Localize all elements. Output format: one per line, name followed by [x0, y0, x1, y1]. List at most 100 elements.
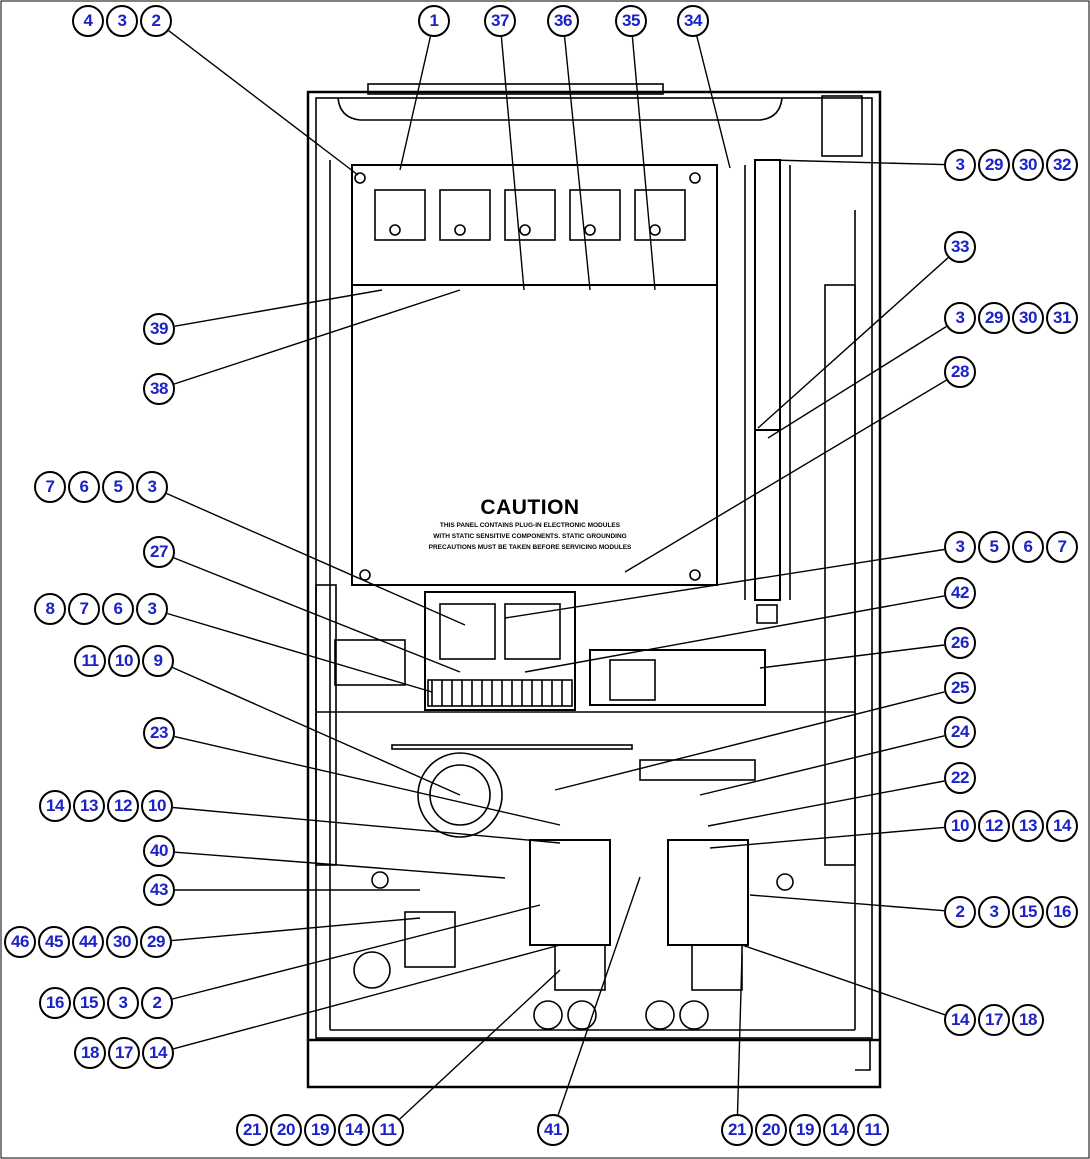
callout-3-29-30-32-bubble: 3: [944, 149, 976, 181]
leader-callout-41: [557, 876, 641, 1116]
callout-14-17-18-bubble: 17: [978, 1004, 1010, 1036]
callout-22-bubble: 22: [944, 762, 976, 794]
callout-16-15-3-2-bubble: 3: [107, 987, 139, 1019]
callout-10-12-13-14-bubble: 14: [1046, 810, 1078, 842]
callout-21-20-19-14-11-right-bubble: 11: [857, 1114, 889, 1146]
leader-callout-22: [707, 780, 945, 827]
callout-7-6-5-3-bubble: 5: [102, 471, 134, 503]
leader-callout-33: [757, 257, 949, 429]
callout-14-17-18-bubble: 14: [944, 1004, 976, 1036]
callout-18-17-14-bubble: 18: [74, 1037, 106, 1069]
caution-title: CAUTION: [480, 496, 580, 519]
caution-line-2: WITH STATIC SENSITIVE COMPONENTS. STATIC…: [433, 533, 627, 540]
callout-43-bubble: 43: [143, 874, 175, 906]
callout-3-29-30-32-bubble: 29: [978, 149, 1010, 181]
callout-3-29-30-31-bubble: 30: [1012, 302, 1044, 334]
callout-18-17-14-bubble: 14: [142, 1037, 174, 1069]
callout-18-17-14-bubble: 17: [108, 1037, 140, 1069]
callout-4-3-2-bubble: 2: [140, 5, 172, 37]
leader-callout-2-3-15-16: [749, 894, 945, 912]
leader-callout-8-7-6-3: [167, 612, 433, 693]
callout-46-45-44-30-29-bubble: 46: [4, 926, 36, 958]
leader-callout-26: [759, 644, 945, 669]
callout-3-5-6-7-bubble: 3: [944, 531, 976, 563]
leader-callout-46-45-44-30-29: [171, 917, 421, 942]
callout-10-12-13-14-bubble: 10: [944, 810, 976, 842]
callout-7-6-5-3-bubble: 3: [136, 471, 168, 503]
callout-46-45-44-30-29-bubble: 45: [38, 926, 70, 958]
callout-2-3-15-16-bubble: 2: [944, 896, 976, 928]
callout-14-13-12-10-bubble: 12: [107, 790, 139, 822]
callout-46-45-44-30-29-bubble: 30: [106, 926, 138, 958]
callout-14-17-18-bubble: 18: [1012, 1004, 1044, 1036]
callout-10-12-13-14-bubble: 12: [978, 810, 1010, 842]
callout-7-6-5-3-bubble: 6: [68, 471, 100, 503]
callout-21-20-19-14-11-left-bubble: 14: [338, 1114, 370, 1146]
callout-11-10-9-bubble: 11: [74, 645, 106, 677]
callout-39-bubble: 39: [143, 313, 175, 345]
leader-callout-39: [174, 289, 383, 327]
callout-24-bubble: 24: [944, 716, 976, 748]
callout-4-3-2-bubble: 4: [72, 5, 104, 37]
callout-3-29-30-32-bubble: 32: [1046, 149, 1078, 181]
callout-3-29-30-31-bubble: 31: [1046, 302, 1078, 334]
callout-27-bubble: 27: [143, 536, 175, 568]
leader-callout-10-12-13-14: [709, 826, 945, 849]
callout-33-bubble: 33: [944, 231, 976, 263]
leader-callout-14-13-12-10: [172, 806, 561, 844]
callout-25-bubble: 25: [944, 672, 976, 704]
callout-26-bubble: 26: [944, 627, 976, 659]
callout-41-bubble: 41: [537, 1114, 569, 1146]
leader-callout-42: [524, 595, 945, 673]
callout-38-bubble: 38: [143, 373, 175, 405]
leader-callout-25: [554, 691, 945, 791]
callout-21-20-19-14-11-right-bubble: 19: [789, 1114, 821, 1146]
leader-callout-3-29-30-32: [771, 159, 945, 166]
callout-11-10-9-bubble: 9: [142, 645, 174, 677]
callout-2-3-15-16-bubble: 3: [978, 896, 1010, 928]
callout-3-29-30-31-bubble: 3: [944, 302, 976, 334]
callout-28-bubble: 28: [944, 356, 976, 388]
callout-21-20-19-14-11-right-bubble: 21: [721, 1114, 753, 1146]
leader-callout-34: [696, 36, 731, 169]
callout-8-7-6-3-bubble: 3: [136, 593, 168, 625]
leader-callout-27: [173, 557, 461, 673]
callout-14-13-12-10-bubble: 14: [39, 790, 71, 822]
leader-callout-16-15-3-2: [172, 904, 541, 1000]
callout-16-15-3-2-bubble: 16: [39, 987, 71, 1019]
leader-callout-40: [174, 851, 506, 879]
leader-callout-21-20-19-14-11-right: [736, 954, 743, 1115]
callout-21-20-19-14-11-left-bubble: 21: [236, 1114, 268, 1146]
callout-21-20-19-14-11-left-bubble: 19: [304, 1114, 336, 1146]
callout-1-bubble: 1: [418, 5, 450, 37]
leader-callout-11-10-9: [172, 666, 461, 796]
callout-2-3-15-16-bubble: 15: [1012, 896, 1044, 928]
callout-3-5-6-7-bubble: 5: [978, 531, 1010, 563]
caution-line-1: THIS PANEL CONTAINS PLUG-IN ELECTRONIC M…: [439, 522, 621, 529]
leader-callout-38: [173, 289, 461, 385]
leader-callout-4-3-2: [168, 30, 359, 176]
callout-3-29-30-32-bubble: 30: [1012, 149, 1044, 181]
leader-callout-1: [399, 36, 432, 171]
leader-callout-18-17-14: [173, 944, 561, 1050]
callout-21-20-19-14-11-left-bubble: 11: [372, 1114, 404, 1146]
leader-callout-36: [563, 36, 591, 291]
callout-16-15-3-2-bubble: 15: [73, 987, 105, 1019]
caution-notice: CAUTION THIS PANEL CONTAINS PLUG-IN ELEC…: [380, 496, 680, 553]
callout-37-bubble: 37: [484, 5, 516, 37]
leader-callout-35: [631, 36, 656, 291]
callout-46-45-44-30-29-bubble: 29: [140, 926, 172, 958]
callout-3-29-30-31-bubble: 29: [978, 302, 1010, 334]
callout-8-7-6-3-bubble: 6: [102, 593, 134, 625]
callout-7-6-5-3-bubble: 7: [34, 471, 66, 503]
callout-42-bubble: 42: [944, 577, 976, 609]
leader-callout-37: [500, 36, 525, 291]
callout-35-bubble: 35: [615, 5, 647, 37]
leader-callout-14-17-18: [741, 944, 946, 1016]
callout-14-13-12-10-bubble: 13: [73, 790, 105, 822]
leader-callout-3-29-30-31: [767, 325, 947, 439]
callout-8-7-6-3-bubble: 8: [34, 593, 66, 625]
